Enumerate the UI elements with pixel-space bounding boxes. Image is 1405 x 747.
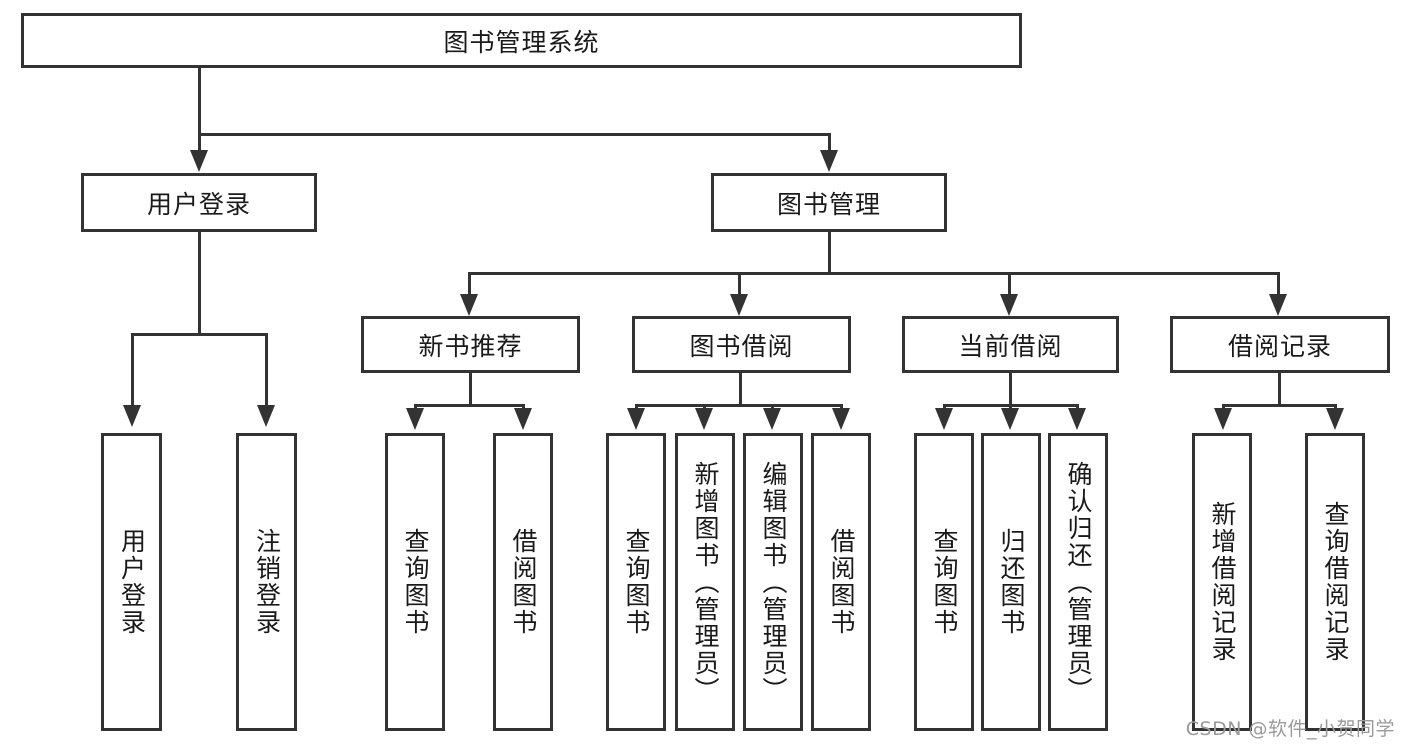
node-label: 借阅记录 [1227,331,1332,361]
connector-bm-drop-2 [738,272,741,302]
connector-bb-bar [635,404,843,407]
arrow-br-leaf-2 [1326,408,1344,430]
arrow-bb-leaf-4 [832,408,850,430]
leaf-query-books-2[interactable]: 查询图书 [606,433,666,731]
leaf-label: 查询图书 [622,528,651,636]
leaf-label: 借阅图书 [509,528,538,636]
arrow-bb-leaf-2 [695,408,713,430]
node-book-management-system[interactable]: 图书管理系统 [21,13,1022,68]
connector-cb-stem [1009,373,1012,407]
arrow-cb-leaf-1 [935,408,953,430]
leaf-add-borrow-record[interactable]: 新增借阅记录 [1192,433,1252,731]
arrow-bm-to-current-borrowing [1000,294,1018,316]
connector-nbr-stem [469,373,472,407]
arrow-user-login-leaf-2 [257,405,275,427]
connector-nbr-bar [414,404,525,407]
arrow-nbr-leaf-1 [406,408,424,430]
leaf-return-books[interactable]: 归还图书 [981,433,1041,731]
leaf-borrow-books-1[interactable]: 借阅图书 [493,433,553,731]
leaf-label: 归还图书 [997,528,1026,636]
leaf-query-books-1[interactable]: 查询图书 [385,433,445,731]
node-current-borrowing[interactable]: 当前借阅 [902,316,1119,373]
leaf-label: 查询图书 [930,528,959,636]
connector-root-to-book-management [828,133,831,158]
node-user-login[interactable]: 用户登录 [81,173,317,232]
connector-root-bar [198,133,831,136]
node-book-management[interactable]: 图书管理 [711,173,947,232]
connector-book-management-bar [468,272,1280,275]
connector-bm-drop-1 [468,272,471,302]
node-borrowing-records[interactable]: 借阅记录 [1170,316,1390,373]
connector-user-login-drop-2 [265,333,268,413]
connector-user-login-stem [198,232,201,335]
connector-bm-drop-4 [1277,272,1280,302]
leaf-label: 注销登录 [252,528,282,636]
leaf-label: 新增图书（管理员） [691,460,720,704]
arrow-bm-to-book-borrowing [730,294,748,316]
arrow-cb-leaf-2 [1001,408,1019,430]
arrow-br-leaf-1 [1214,408,1232,430]
node-label: 图书管理系统 [443,27,600,57]
connector-bm-drop-3 [1008,272,1011,302]
node-label: 图书借阅 [689,331,794,361]
node-label: 新书推荐 [418,331,523,361]
connector-root-to-user-login [198,133,201,158]
arrow-bm-to-new-book-recommendation [460,294,478,316]
leaf-confirm-return-admin[interactable]: 确认归还（管理员） [1048,433,1108,731]
arrow-bb-leaf-3 [763,408,781,430]
connector-user-login-drop-1 [131,333,134,413]
arrow-bm-to-borrowing-records [1269,294,1287,316]
node-label: 当前借阅 [958,331,1063,361]
arrow-root-to-user-login [190,150,208,172]
csdn-watermark: CSDN @软件_小贺同学 [1185,718,1395,740]
leaf-label: 查询借阅记录 [1321,501,1350,663]
leaf-edit-book-admin[interactable]: 编辑图书（管理员） [743,433,803,731]
leaf-label: 确认归还（管理员） [1064,460,1093,704]
leaf-label: 新增借阅记录 [1208,501,1237,663]
node-new-book-recommendation[interactable]: 新书推荐 [361,316,580,373]
arrow-root-to-book-management [820,150,838,172]
arrow-user-login-leaf-1 [123,405,141,427]
leaf-query-borrow-record[interactable]: 查询借阅记录 [1305,433,1365,731]
arrow-nbr-leaf-2 [514,408,532,430]
node-label: 图书管理 [776,189,881,219]
leaf-label: 编辑图书（管理员） [759,460,788,704]
arrow-bb-leaf-1 [627,408,645,430]
leaf-user-login[interactable]: 用户登录 [101,433,162,731]
connector-user-login-bar [131,333,267,336]
connector-book-management-stem [828,232,831,274]
leaf-label: 查询图书 [401,528,430,636]
leaf-borrow-books-2[interactable]: 借阅图书 [811,433,871,731]
connector-root-stem [198,68,201,135]
node-book-borrowing[interactable]: 图书借阅 [632,316,851,373]
leaf-label: 用户登录 [117,528,147,636]
connector-br-stem [1278,373,1281,407]
leaf-add-book-admin[interactable]: 新增图书（管理员） [675,433,735,731]
leaf-logout[interactable]: 注销登录 [236,433,297,731]
node-label: 用户登录 [146,189,251,219]
leaf-label: 借阅图书 [827,528,856,636]
connector-bb-stem [739,373,742,407]
arrow-cb-leaf-3 [1068,408,1086,430]
connector-br-bar [1222,404,1337,407]
leaf-query-books-3[interactable]: 查询图书 [914,433,974,731]
